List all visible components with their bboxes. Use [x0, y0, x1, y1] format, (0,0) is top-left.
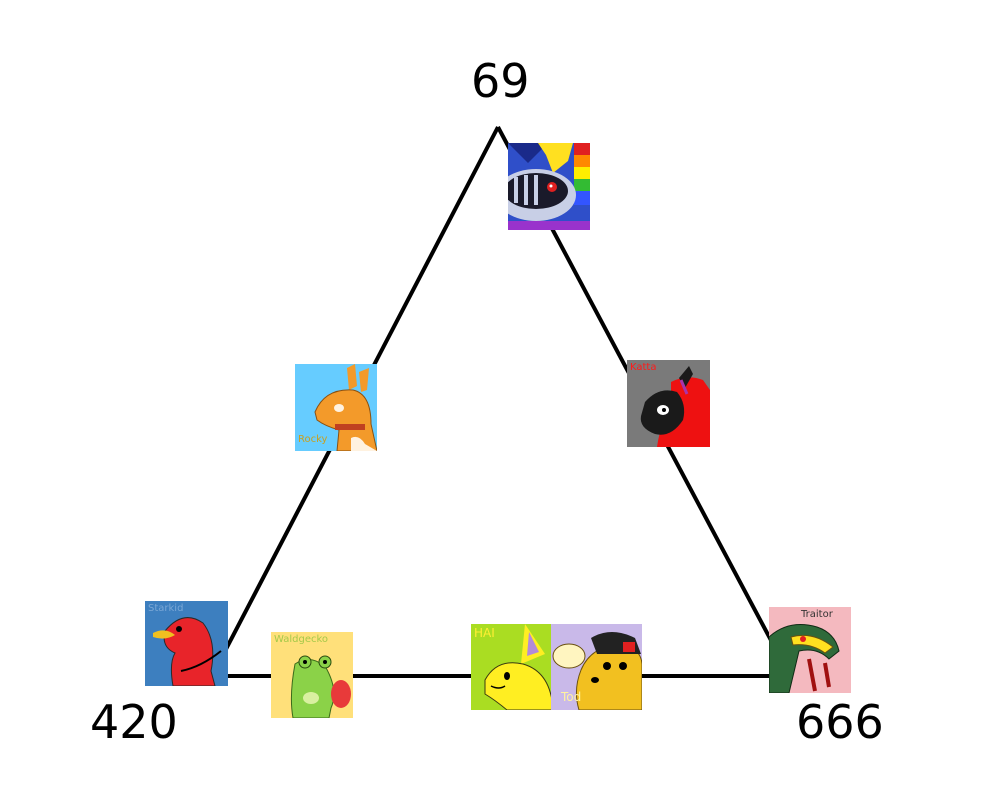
green-gecko-icon [271, 632, 353, 718]
tile-traitor: Traitor [769, 607, 851, 693]
tile-label-katta: Katta [630, 362, 657, 373]
bottom-right-corner-label: 666 [796, 695, 884, 749]
top-corner-label: 69 [471, 54, 530, 108]
tile-waldgecko: Waldgecko [271, 632, 353, 718]
tile-label-tod: Tod [561, 690, 582, 704]
yellow-fox-icon [471, 624, 553, 710]
green-lizard-icon [769, 607, 851, 693]
tile-label-hai: HAI [474, 626, 495, 640]
tile-tod: Tod [551, 624, 642, 710]
red-creature-icon [627, 360, 710, 447]
tile-label-traitor: Traitor [801, 609, 833, 620]
deer-icon [295, 364, 377, 451]
masked-knight-icon [508, 143, 590, 230]
red-bird-icon [145, 601, 228, 686]
tile-rocky: Rocky [295, 364, 377, 451]
tile-knight [508, 143, 590, 230]
tile-label-rocky: Rocky [298, 434, 328, 445]
tile-label-waldgecko: Waldgecko [274, 634, 329, 645]
tile-hai: HAI [471, 624, 553, 710]
bottom-left-corner-label: 420 [90, 695, 178, 749]
tile-label-starkid: Starkid [148, 603, 184, 614]
yellow-mouse-cap-icon [551, 624, 642, 710]
tile-katta: Katta [627, 360, 710, 447]
tile-starkid: Starkid [145, 601, 228, 686]
